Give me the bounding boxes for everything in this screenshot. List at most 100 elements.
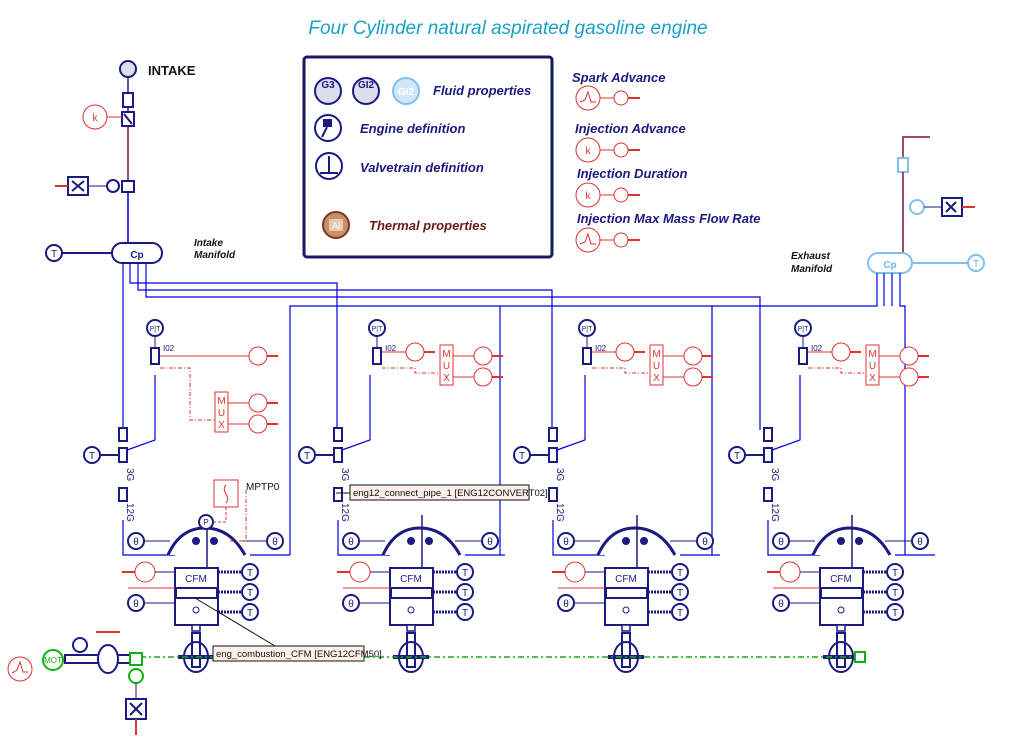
temp-label: T bbox=[89, 451, 95, 462]
mux-block[interactable] bbox=[439, 344, 454, 386]
runner-pipe-icon[interactable] bbox=[118, 487, 128, 502]
wall-temp-icon[interactable] bbox=[456, 583, 474, 601]
runner-pipe-icon[interactable] bbox=[763, 487, 773, 502]
mux-input-icon bbox=[248, 393, 268, 413]
control-3[interactable]: k bbox=[575, 182, 640, 208]
theta-label: θ bbox=[563, 537, 569, 548]
temp-label: T bbox=[304, 451, 310, 462]
port-pipe-icon[interactable] bbox=[118, 427, 128, 442]
pt-label: P|T bbox=[582, 326, 593, 333]
wall-temp-icon[interactable] bbox=[241, 603, 259, 621]
port-pipe-icon[interactable] bbox=[333, 427, 343, 442]
exhaust-runner-4 bbox=[899, 273, 906, 555]
temp-label: T bbox=[247, 608, 253, 619]
temp-label: T bbox=[677, 608, 683, 619]
svg-text:GI2: GI2 bbox=[398, 87, 415, 98]
svg-text:Cp: Cp bbox=[130, 250, 143, 261]
control-4[interactable] bbox=[575, 227, 640, 253]
atmosphere-source-icon[interactable] bbox=[119, 60, 137, 78]
wall-temp-icon[interactable] bbox=[671, 603, 689, 621]
port-junction-icon[interactable] bbox=[763, 447, 773, 463]
port-to-cylinder-line bbox=[122, 520, 175, 556]
spark-input-icon bbox=[349, 561, 371, 583]
fluid-properties-label: Fluid properties bbox=[433, 83, 531, 98]
thermal-properties-icon[interactable]: Al bbox=[322, 211, 350, 239]
wall-temp-icon[interactable] bbox=[886, 603, 904, 621]
runner-pipe-icon[interactable] bbox=[333, 487, 343, 502]
flow-sensor-icon[interactable] bbox=[121, 180, 135, 193]
control-2[interactable]: k bbox=[575, 137, 640, 163]
mux-letter: X bbox=[653, 373, 660, 384]
port-junction-icon[interactable] bbox=[333, 447, 343, 463]
curve-icon[interactable] bbox=[575, 85, 601, 111]
inertia-icon bbox=[72, 637, 88, 653]
exhaust-temp-icon[interactable] bbox=[967, 254, 985, 272]
runner-pipe-icon[interactable] bbox=[548, 487, 558, 502]
exhaust-section: Cp T Exhaust Manifold bbox=[791, 136, 985, 275]
connecting-rod-icon bbox=[836, 632, 846, 668]
svg-text:T: T bbox=[51, 249, 57, 260]
fluid-gi2-light-icon[interactable]: GI2 bbox=[392, 77, 420, 105]
curve-glyph bbox=[579, 232, 596, 245]
port-pipe-icon[interactable] bbox=[763, 427, 773, 442]
injector-line bbox=[126, 375, 156, 451]
mux-block[interactable] bbox=[865, 344, 880, 386]
manifold-pressure-icon bbox=[198, 514, 214, 530]
injector-icon[interactable] bbox=[582, 347, 592, 365]
temp-label: T bbox=[677, 568, 683, 579]
injector-line bbox=[341, 375, 371, 451]
theta-label: θ bbox=[348, 537, 354, 548]
injector-label: I02 bbox=[595, 344, 607, 353]
spark-signal-icon bbox=[831, 342, 851, 362]
temp-label: T bbox=[892, 568, 898, 579]
piston-rings-icon bbox=[175, 587, 218, 599]
connecting-rod-icon bbox=[191, 632, 201, 668]
wall-temp-icon[interactable] bbox=[671, 563, 689, 581]
motor-curve-icon[interactable] bbox=[7, 656, 33, 682]
pt-label: P|T bbox=[798, 326, 809, 333]
injector-icon[interactable] bbox=[372, 347, 382, 365]
callout-pipe-text: eng12_connect_pipe_1 [ENG12CONVERT02] bbox=[353, 488, 548, 499]
engine-definition-icon[interactable] bbox=[314, 114, 342, 142]
cfm-label: CFM bbox=[400, 574, 422, 585]
valve-icon bbox=[407, 537, 415, 545]
injector-icon[interactable] bbox=[798, 347, 808, 365]
motor-icon[interactable] bbox=[42, 649, 64, 671]
control-1[interactable] bbox=[575, 85, 640, 111]
spark-input-icon bbox=[134, 561, 156, 583]
intake-runner-3 bbox=[137, 263, 553, 430]
speed-sensor-icon bbox=[129, 652, 143, 666]
fluid-gi2-icon[interactable]: GI2 bbox=[352, 77, 380, 105]
exhaust-pipe-icon[interactable] bbox=[897, 157, 909, 173]
valvetrain-definition-icon[interactable] bbox=[315, 152, 343, 180]
port-3g-label: 3G bbox=[554, 468, 565, 482]
mux-letter: X bbox=[218, 420, 225, 431]
wall-temp-icon[interactable] bbox=[886, 583, 904, 601]
drivetrain: MOT bbox=[7, 631, 866, 735]
wall-temp-icon[interactable] bbox=[241, 583, 259, 601]
curve-icon[interactable] bbox=[575, 227, 601, 253]
injector-icon[interactable] bbox=[150, 347, 160, 365]
fluid-g3-icon[interactable]: G3 bbox=[314, 77, 342, 105]
mux-input-icon bbox=[683, 367, 703, 387]
wall-temp-icon[interactable] bbox=[456, 603, 474, 621]
wall-temp-icon[interactable] bbox=[241, 563, 259, 581]
temp-label: T bbox=[519, 451, 525, 462]
mux-signal-line bbox=[382, 367, 440, 374]
clutch-icon[interactable] bbox=[97, 644, 119, 674]
wall-temp-icon[interactable] bbox=[886, 563, 904, 581]
wall-temp-icon[interactable] bbox=[671, 583, 689, 601]
port-junction-icon[interactable] bbox=[548, 447, 558, 463]
spark-advance-label: Spark Advance bbox=[572, 70, 665, 85]
mux-block[interactable] bbox=[649, 344, 664, 386]
injection-advance-label: Injection Advance bbox=[575, 121, 686, 136]
wall-temp-icon[interactable] bbox=[456, 563, 474, 581]
port-pipe-icon[interactable] bbox=[548, 427, 558, 442]
port-junction-icon[interactable] bbox=[118, 447, 128, 463]
mux-block[interactable] bbox=[214, 391, 229, 433]
intake-pipe-icon[interactable] bbox=[122, 92, 134, 108]
theta-label: θ bbox=[702, 537, 708, 548]
